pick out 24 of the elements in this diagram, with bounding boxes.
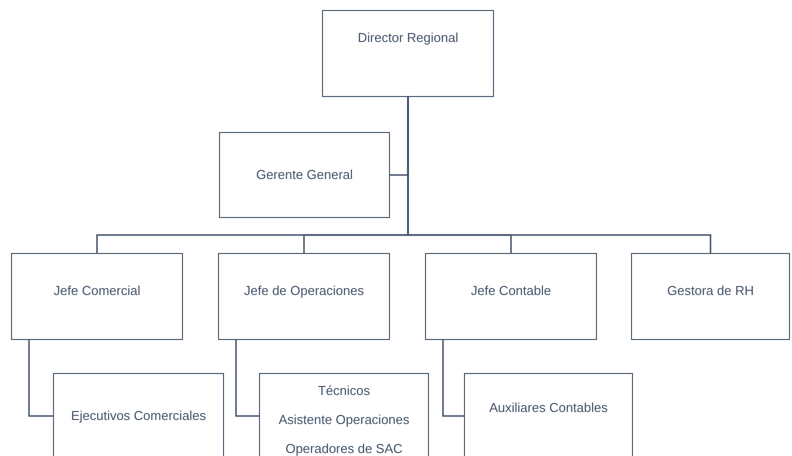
org-box: [11, 253, 183, 340]
org-box: [259, 373, 429, 456]
role-label: Ejecutivos Comerciales: [70, 406, 206, 425]
org-box: [631, 253, 790, 340]
org-box: [425, 253, 597, 340]
connector-line: [235, 340, 259, 417]
role-label: Técnicos: [318, 382, 370, 400]
role-label: Jefe Comercial: [54, 282, 140, 300]
role-label: Auxiliares Contables: [489, 398, 608, 417]
role-label: Jefe de Operaciones: [244, 282, 364, 300]
connector-line: [407, 97, 712, 253]
role-label: Operadores de SAC: [285, 440, 403, 456]
role-label: Asistente Operaciones: [278, 410, 410, 429]
connector-line: [442, 340, 464, 417]
org-box: [464, 373, 633, 456]
org-box: [53, 373, 224, 456]
org-box: [219, 132, 390, 218]
role-label: Director Regional: [358, 29, 458, 48]
org-box: [218, 253, 390, 340]
role-label: Gestora de RH: [667, 282, 754, 300]
org-box: [322, 10, 494, 97]
role-label: Gerente General: [256, 166, 353, 184]
role-label: Jefe Contable: [470, 282, 552, 300]
connector-line: [28, 340, 53, 417]
